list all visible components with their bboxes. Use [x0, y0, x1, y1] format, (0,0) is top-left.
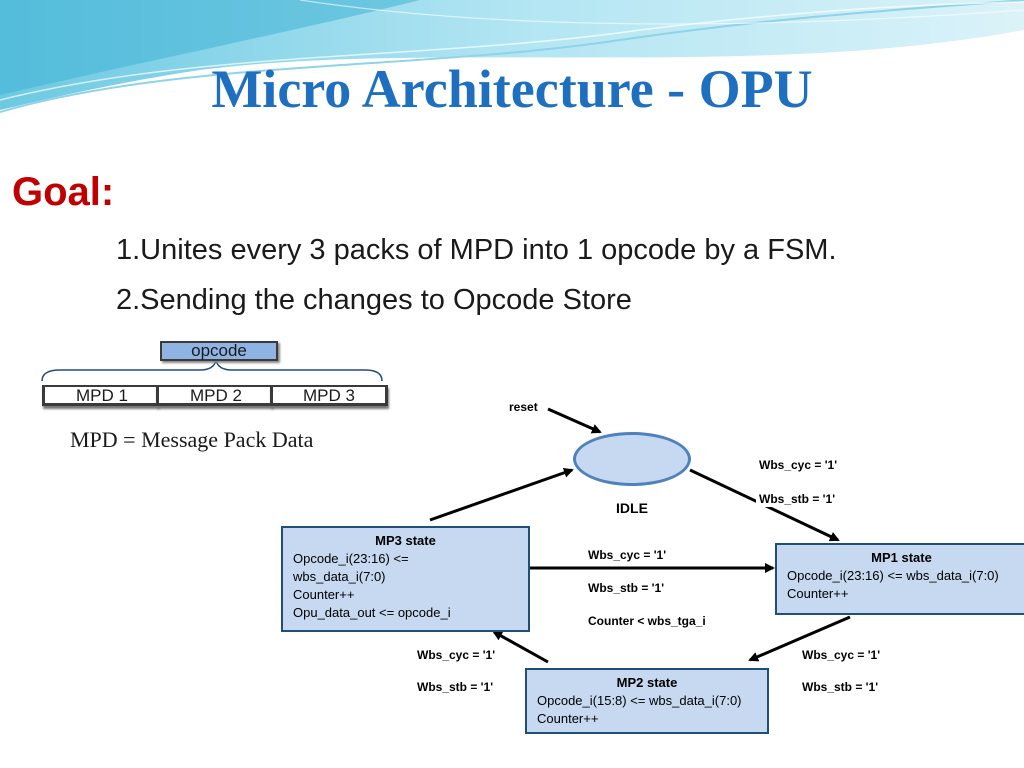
idle-to-mp1-label-cyc: Wbs_cyc = '1' [756, 457, 841, 473]
mp3-state-line: Opu_data_out <= opcode_i [293, 605, 451, 620]
mp3-state-line: Opcode_i(23:16) <= [293, 551, 409, 566]
mp2-state-line: Opcode_i(15:8) <= wbs_data_i(7:0) [537, 693, 742, 708]
mp3-to-mp1-label-counter: Counter < wbs_tga_i [584, 613, 752, 629]
opcode-box: opcode [160, 341, 278, 361]
mp1-state-box: MP1 state Opcode_i(23:16) <= wbs_data_i(… [775, 543, 1024, 615]
idle-to-mp1-label-stb: Wbs_stb = '1' [756, 491, 839, 507]
idle-label: IDLE [616, 500, 648, 516]
mpd-pack-2: MPD 2 [156, 385, 273, 406]
goal-heading: Goal: [12, 170, 115, 214]
reset-label: reset [509, 400, 538, 414]
mp3-state-box: MP3 state Opcode_i(23:16) <= wbs_data_i(… [281, 526, 530, 632]
mp3-state-title: MP3 state [375, 533, 436, 548]
mpd-pack-1: MPD 1 [42, 385, 159, 406]
slide-title: Micro Architecture - OPU [211, 59, 813, 119]
mp1-state-title: MP1 state [871, 550, 932, 565]
mp2-to-mp3-label-cyc: Wbs_cyc = '1' [414, 647, 510, 663]
goal-point-2: 2.Sending the changes to Opcode Store [116, 284, 632, 316]
mp3-to-mp1-label-stb: Wbs_stb = '1' [584, 580, 752, 596]
mp1-to-mp2-arrow [748, 615, 851, 662]
idle-state: IDLE [573, 432, 691, 515]
mp1-state-line: Counter++ [787, 586, 849, 601]
goal-point-1: 1.Unites every 3 packs of MPD into 1 opc… [116, 234, 837, 266]
brace [41, 359, 383, 382]
mp1-state-line: Opcode_i(23:16) <= wbs_data_i(7:0) [787, 568, 999, 583]
mp2-state-box: MP2 state Opcode_i(15:8) <= wbs_data_i(7… [525, 668, 769, 734]
mp3-to-idle-arrow [429, 467, 574, 522]
mpd-definition: MPD = Message Pack Data [70, 427, 314, 452]
mp3-state-line: wbs_data_i(7:0) [293, 569, 386, 584]
mp2-state-line: Counter++ [537, 711, 599, 726]
reset-arrow [547, 407, 602, 434]
mp1-to-mp2-label-stb: Wbs_stb = '1' [799, 679, 895, 695]
mp1-to-mp2-label-cyc: Wbs_cyc = '1' [799, 647, 895, 663]
mp3-to-mp1-label-cyc: Wbs_cyc = '1' [584, 547, 752, 563]
mpd-pack-3: MPD 3 [270, 385, 388, 406]
mp3-state-line: Counter++ [293, 587, 355, 602]
mp2-state-title: MP2 state [616, 675, 678, 690]
mp2-to-mp3-label-stb: Wbs_stb = '1' [414, 679, 510, 695]
mp2-to-mp3-arrow [492, 630, 549, 664]
